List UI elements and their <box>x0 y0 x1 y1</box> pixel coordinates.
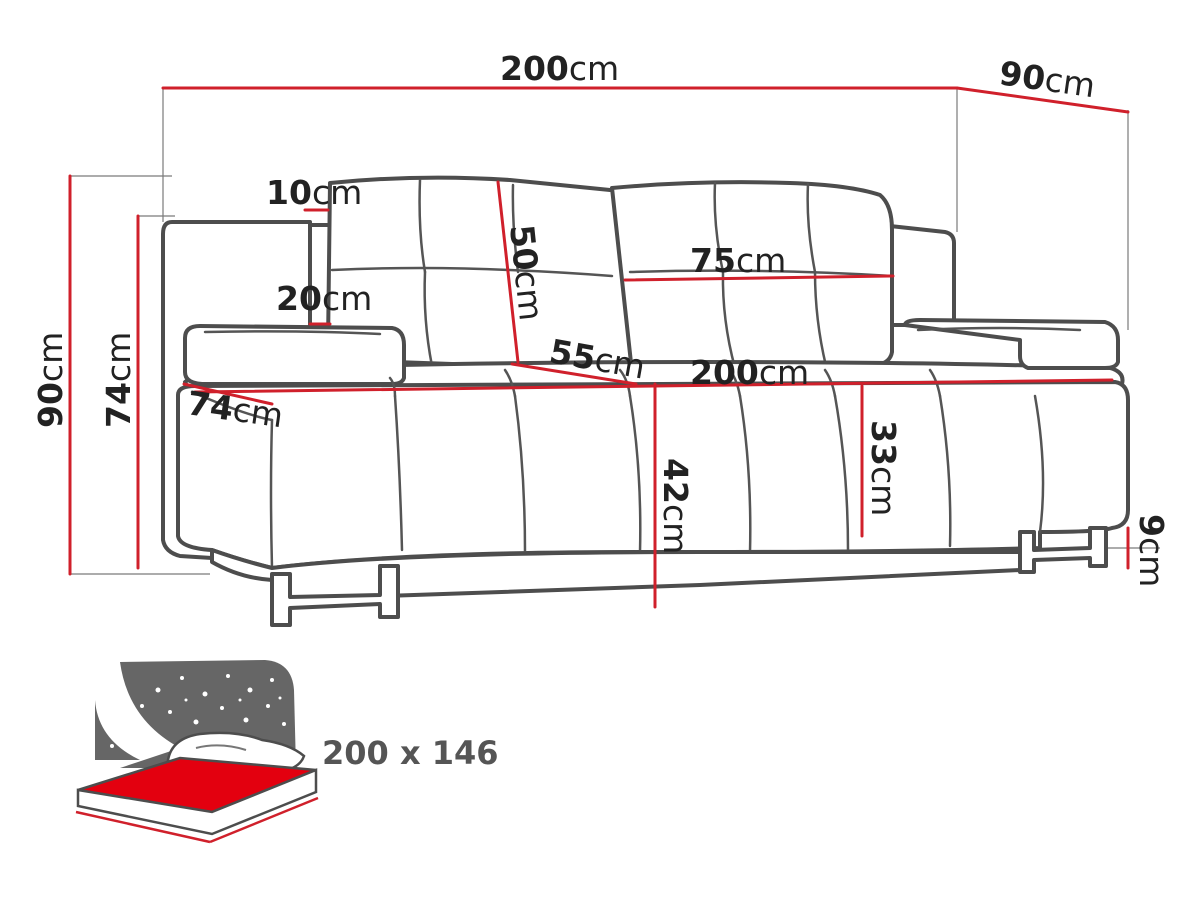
dim-line-back-height <box>496 180 520 364</box>
label-cushion-width: 75cm <box>690 241 786 280</box>
sofa-drawing <box>161 175 1130 627</box>
sleeping-area-size-label: 200 x 146 <box>322 734 499 772</box>
label-arm-height: 74cm <box>99 332 138 428</box>
extension-lines <box>70 88 1160 575</box>
stars <box>104 674 286 748</box>
dim-line-total-depth <box>955 86 1130 114</box>
label-total-depth: 90cm <box>997 53 1098 105</box>
label-seat-width: 200cm <box>690 353 809 392</box>
label-arm-depth: 74cm <box>185 383 286 435</box>
dim-line-seat-depth <box>510 362 638 386</box>
label-back-height: 50cm <box>502 223 551 323</box>
label-seat-depth: 55cm <box>547 331 649 386</box>
label-base-height: 33cm <box>864 420 903 516</box>
label-arm-width: 10cm <box>266 173 362 212</box>
label-total-width: 200cm <box>500 49 619 88</box>
dimension-labels: 200cm 90cm 90cm 74cm 10cm 20cm 50cm 75cm… <box>31 49 1171 587</box>
label-leg-height: 9cm <box>1132 514 1171 587</box>
sleeping-area-icon <box>75 660 319 844</box>
dim-line-cushion-width <box>623 274 895 282</box>
label-arm-thickness: 20cm <box>276 279 372 318</box>
dimension-lines <box>68 86 1130 609</box>
label-seat-height: 42cm <box>656 458 695 554</box>
dim-line-arm-depth <box>182 382 274 406</box>
label-total-height: 90cm <box>31 332 70 428</box>
